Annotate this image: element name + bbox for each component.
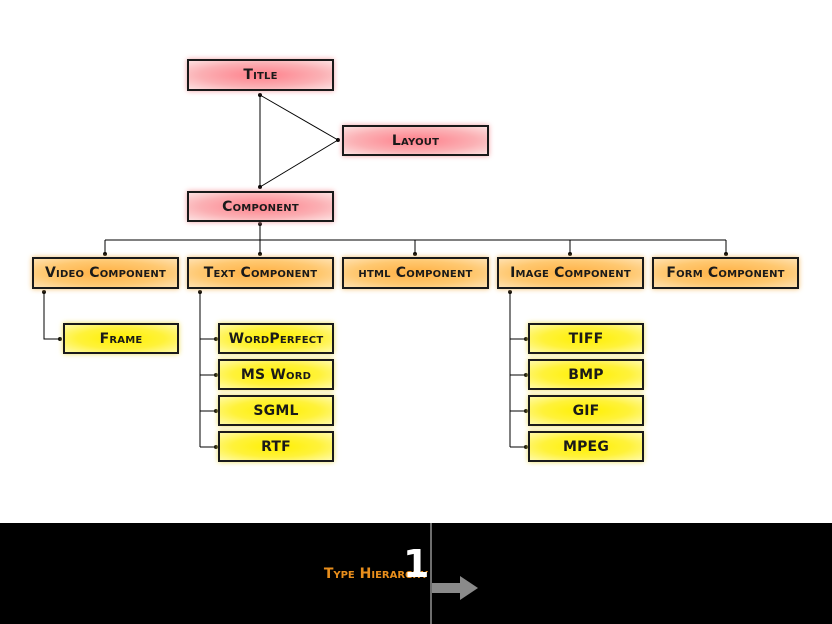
slide-number: 1 [403, 542, 430, 586]
node-ms-word: MS Word [218, 359, 334, 390]
node-title: Title [187, 59, 334, 91]
node-form-component: Form Component [652, 257, 799, 289]
slide-title: Type Hierarchy [323, 566, 428, 582]
node-component: Component [187, 191, 334, 222]
node-rtf: RTF [218, 431, 334, 462]
title-to-layout-line [259, 94, 339, 141]
node-mpeg: MPEG [528, 431, 644, 462]
node-gif: GIF [528, 395, 644, 426]
node-wordperfect: WordPerfect [218, 323, 334, 354]
node-layout: Layout [342, 125, 489, 156]
layout-to-component-line [259, 139, 339, 188]
right-arrow-icon[interactable] [432, 575, 478, 601]
node-tiff: TIFF [528, 323, 644, 354]
node-text-component: Text Component [187, 257, 334, 289]
connector-dots [42, 93, 728, 449]
node-video-component: Video Component [32, 257, 179, 289]
connector-lines [43, 94, 727, 448]
node-html-component: html Component [342, 257, 489, 289]
footer-divider [430, 523, 432, 624]
footer-bar: Type Hierarchy 1 [0, 523, 832, 624]
type-hierarchy-diagram [42, 93, 728, 449]
video-to-frame-line [43, 292, 60, 340]
node-bmp: BMP [528, 359, 644, 390]
node-sgml: SGML [218, 395, 334, 426]
node-frame: Frame [63, 323, 179, 354]
node-image-component: Image Component [497, 257, 644, 289]
